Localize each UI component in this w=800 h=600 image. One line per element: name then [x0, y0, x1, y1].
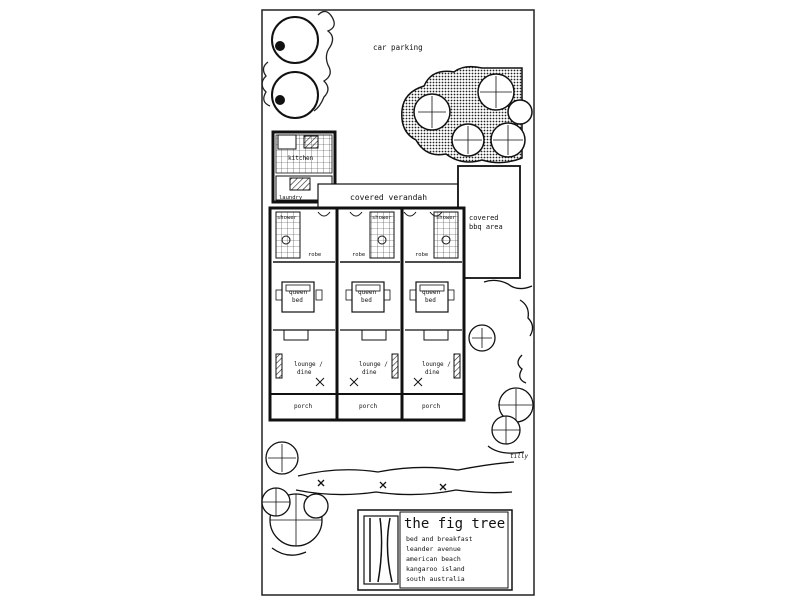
- shrubs-right: [468, 279, 534, 454]
- lounge-dine-label-2: dine: [297, 369, 312, 376]
- lounge-dine-label-1: lounge /: [422, 361, 451, 368]
- queen-bed-label-1: queen: [358, 289, 376, 296]
- queen-bed-label-2: bed: [425, 297, 436, 304]
- unit-1-partitions: [273, 211, 335, 387]
- title-line-5: south australia: [406, 575, 465, 583]
- lounge-dine-label-1: lounge /: [359, 361, 388, 368]
- water-tanks: [271, 16, 319, 119]
- title-line-4: kangaroo island: [406, 565, 465, 573]
- porch-label: porch: [359, 403, 377, 410]
- title-text: the fig tree: [404, 516, 505, 532]
- laundry-label: laundry: [279, 195, 303, 201]
- bbq-label-line-1: covered: [469, 214, 499, 222]
- unit-2-partitions: [340, 211, 400, 387]
- covered-bbq-area: [457, 165, 521, 279]
- house-plan: [268, 130, 521, 422]
- shower-label: shower: [372, 215, 393, 221]
- lounge-dine-label-2: dine: [362, 369, 377, 376]
- lounge-dine-label-2: dine: [425, 369, 440, 376]
- garden-bottom: [261, 441, 515, 556]
- porch-label: porch: [294, 403, 312, 410]
- unit-3-partitions: [405, 211, 462, 387]
- title-line-2: leander avenue: [406, 545, 461, 553]
- queen-bed-label-1: queen: [422, 289, 440, 296]
- car-parking-label: car parking: [373, 43, 423, 52]
- porch-label: porch: [422, 403, 440, 410]
- lounge-dine-label-1: lounge /: [294, 361, 323, 368]
- tree-cluster-top: [401, 65, 533, 164]
- hedge-tanks: [261, 10, 335, 112]
- queen-bed-label-2: bed: [292, 297, 303, 304]
- bbq-label-line-2: bbq area: [469, 223, 503, 231]
- robe-label: robe: [308, 252, 321, 258]
- shower-label: shower: [277, 215, 298, 221]
- robe-label: robe: [352, 252, 365, 258]
- covered-verandah-label: covered verandah: [350, 193, 427, 202]
- robe-label: robe: [415, 252, 428, 258]
- site-boundary: [261, 9, 535, 596]
- title-line-3: american beach: [406, 555, 461, 563]
- queen-bed-label-1: queen: [289, 289, 307, 296]
- queen-bed-label-2: bed: [361, 297, 372, 304]
- artist-signature: tilly: [510, 453, 528, 460]
- title-line-1: bed and breakfast: [406, 535, 473, 543]
- kitchen-label: kitchen: [288, 155, 314, 162]
- shower-label: shower: [436, 215, 457, 221]
- title-block: [357, 509, 513, 591]
